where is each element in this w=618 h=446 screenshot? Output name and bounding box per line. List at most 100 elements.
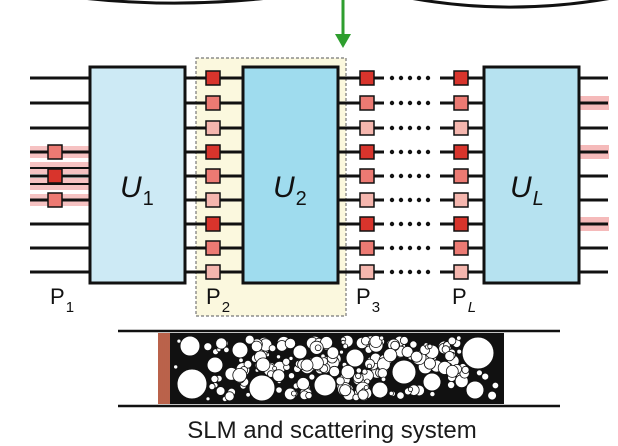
plane-label-p1: P1 — [50, 284, 74, 316]
ellipsis-dot — [416, 125, 422, 131]
ellipsis-dot — [407, 221, 413, 227]
ellipsis-dot — [407, 125, 413, 131]
ellipsis-dot — [389, 197, 395, 203]
particle — [377, 368, 388, 379]
ellipsis-dot — [425, 173, 431, 179]
top-right-curve — [412, 0, 610, 9]
ellipsis-dot — [416, 173, 422, 179]
particle — [388, 390, 394, 396]
pixel-p3 — [359, 216, 375, 232]
ellipsis-dot — [416, 245, 422, 251]
pixel-pl — [453, 192, 469, 208]
ellipsis-dot — [425, 75, 431, 81]
particle — [445, 364, 459, 378]
particle — [461, 365, 470, 374]
particle — [223, 346, 230, 354]
particle — [290, 390, 297, 397]
particle — [287, 372, 295, 380]
particle — [380, 376, 387, 382]
unitary-label-ul: UL — [510, 171, 544, 210]
scattering-particles — [173, 334, 500, 402]
pixel-p2 — [205, 144, 221, 160]
particle — [396, 391, 405, 400]
particle — [456, 335, 462, 341]
particle — [308, 373, 316, 381]
ellipsis-dot — [398, 125, 404, 131]
particle — [284, 337, 296, 350]
particle — [176, 338, 182, 344]
ellipsis-dot — [425, 149, 431, 155]
particle — [461, 336, 495, 370]
ellipsis-dot — [398, 100, 404, 106]
particle — [203, 342, 213, 352]
particle — [215, 386, 226, 396]
ellipsis-dot — [425, 245, 431, 251]
ellipsis-dot — [407, 100, 413, 106]
particle — [475, 369, 483, 377]
particle — [205, 396, 211, 402]
ellipsis-dot — [398, 269, 404, 275]
particle — [447, 380, 456, 389]
unitary-block-u2: U2 — [241, 65, 340, 285]
ellipsis-dot — [416, 221, 422, 227]
ellipsis-dots — [389, 75, 431, 275]
particle — [245, 392, 251, 398]
pixel-p3 — [359, 192, 375, 208]
particle — [456, 348, 463, 355]
particle — [305, 391, 313, 400]
particle — [339, 384, 352, 397]
ellipsis-dot — [416, 149, 422, 155]
pixel-pl — [453, 144, 469, 160]
pixel-p3 — [359, 264, 375, 280]
ellipsis-dot — [389, 173, 395, 179]
particle — [401, 345, 414, 358]
pixel-pl — [453, 240, 469, 256]
ellipsis-dot — [407, 149, 413, 155]
particle — [444, 350, 455, 362]
ellipsis-dot — [416, 75, 422, 81]
pixel-p3 — [359, 168, 375, 184]
particle — [326, 346, 340, 359]
ellipsis-dot — [407, 173, 413, 179]
particle — [342, 343, 349, 350]
pixel-p2 — [205, 240, 221, 256]
particle — [248, 374, 276, 402]
particle — [173, 364, 179, 370]
ellipsis-dot — [398, 197, 404, 203]
pixel-p1 — [47, 168, 63, 184]
pixel-p3 — [359, 120, 375, 136]
particle — [427, 343, 433, 349]
particle — [361, 368, 368, 375]
unitary-label-u2: U2 — [273, 171, 307, 210]
ellipsis-dot — [398, 149, 404, 155]
particle — [272, 365, 278, 371]
particle — [355, 372, 362, 379]
pixel-p3 — [359, 240, 375, 256]
particle — [275, 386, 283, 394]
pixel-p2 — [205, 168, 221, 184]
unitary-label-u1: U1 — [120, 171, 154, 210]
particle — [238, 357, 244, 363]
ellipsis-dot — [416, 269, 422, 275]
ellipsis-dot — [389, 125, 395, 131]
plane-label-p2: P2 — [206, 284, 230, 316]
particle — [422, 372, 442, 392]
pixel-p1 — [47, 144, 63, 160]
pixel-p2 — [205, 264, 221, 280]
slm-strip — [158, 333, 170, 404]
particle — [407, 386, 414, 392]
particle — [339, 349, 344, 355]
particle — [288, 355, 294, 361]
particle — [292, 344, 308, 360]
particle — [369, 335, 383, 348]
pixel-p2 — [205, 120, 221, 136]
particle — [410, 350, 423, 363]
unitary-block-u1: U1 — [88, 65, 187, 285]
particle — [328, 365, 340, 378]
ellipsis-dot — [398, 221, 404, 227]
particle — [210, 374, 219, 383]
ellipsis-dot — [425, 100, 431, 106]
ellipsis-dot — [389, 149, 395, 155]
particle — [447, 336, 457, 346]
